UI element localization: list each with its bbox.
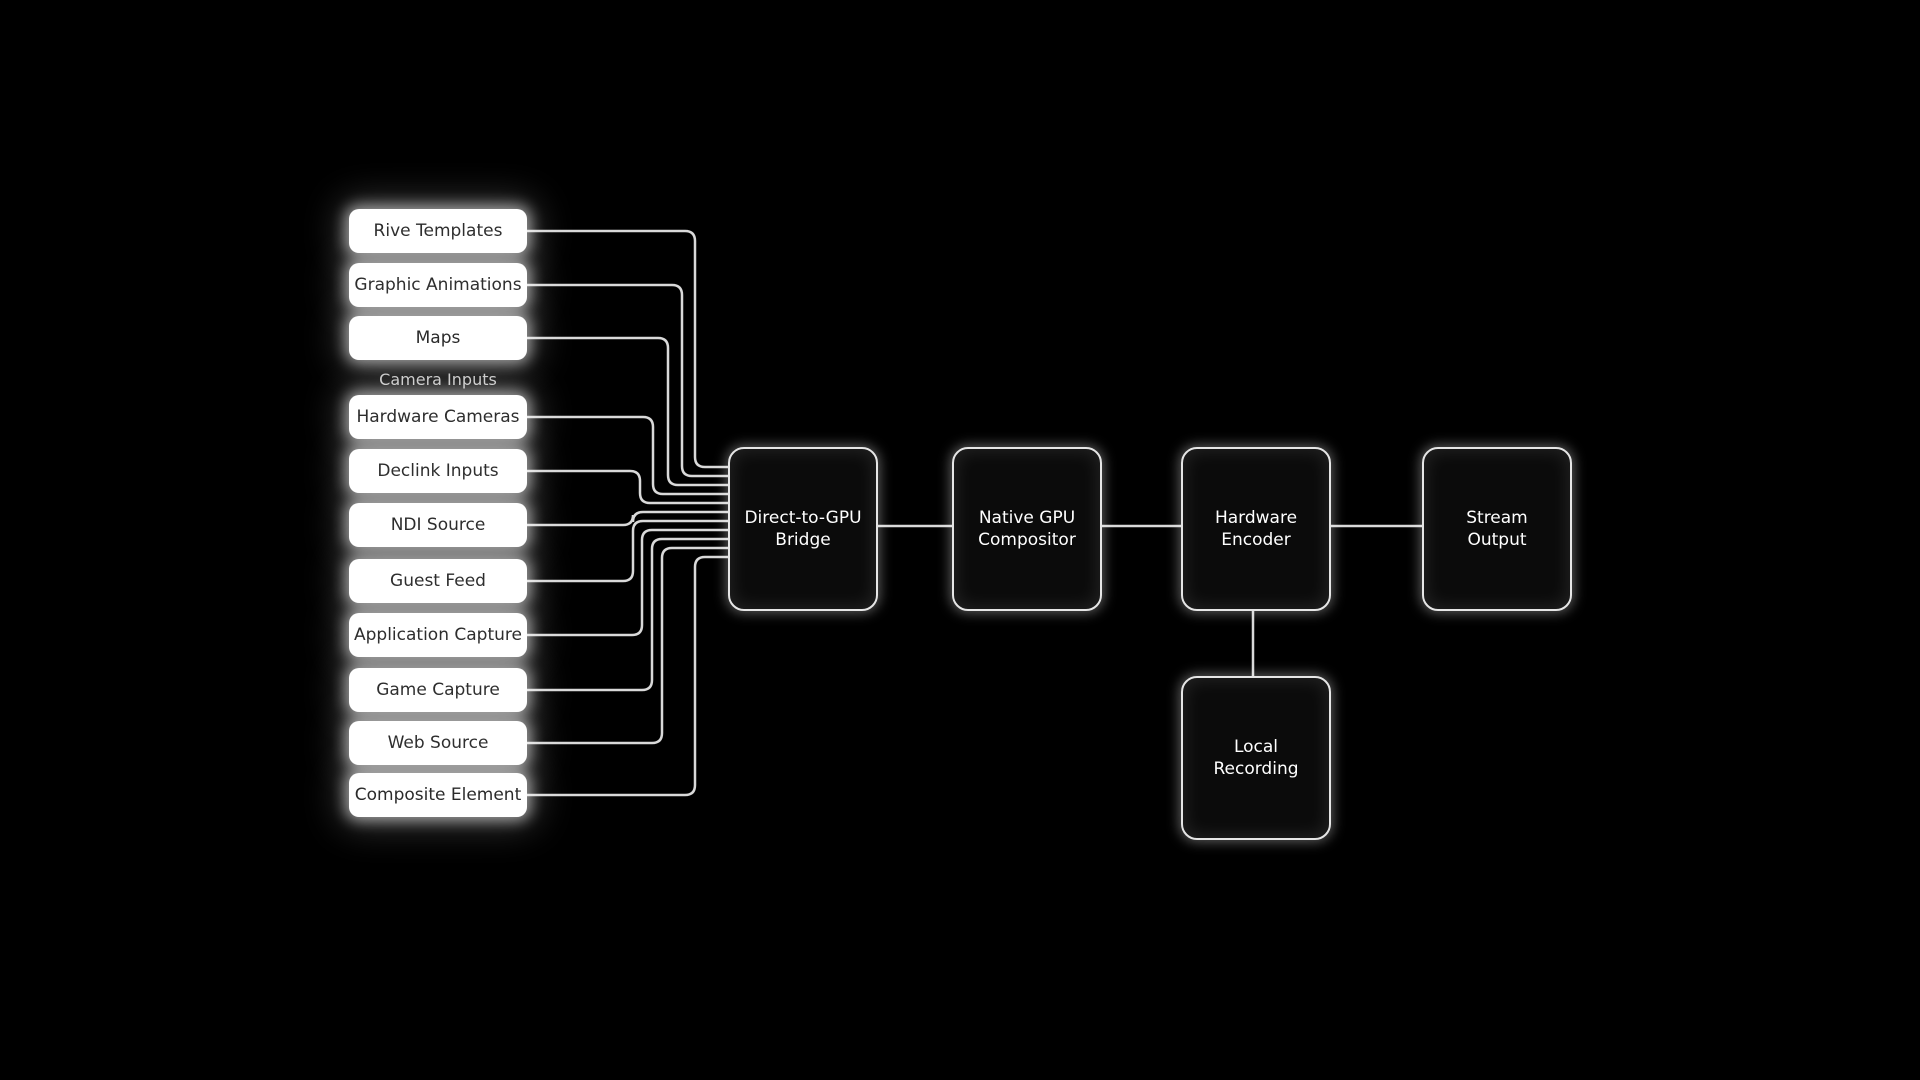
source-guest-feed: Guest Feed	[349, 559, 527, 603]
source-application-capture: Application Capture	[349, 613, 527, 657]
wire-rive-templates	[525, 229, 730, 469]
wire-guest-feed	[525, 519, 730, 583]
wire-ndi-source	[525, 510, 730, 527]
node-hardware-encoder: Hardware Encoder	[1181, 447, 1331, 611]
node-stream-output: Stream Output	[1422, 447, 1572, 611]
source-web-source: Web Source	[349, 721, 527, 765]
node-label: Local Recording	[1213, 737, 1299, 779]
node-label: Hardware Encoder	[1214, 508, 1298, 550]
node-label: Native GPU Compositor	[978, 508, 1076, 550]
wire-application-capture	[525, 528, 730, 637]
source-declink-inputs: Declink Inputs	[349, 449, 527, 493]
source-graphic-animations: Graphic Animations	[349, 263, 527, 307]
source-rive-templates: Rive Templates	[349, 209, 527, 253]
camera-inputs-label: Camera Inputs	[379, 370, 497, 389]
source-game-capture: Game Capture	[349, 668, 527, 712]
wire-declink-inputs	[525, 469, 730, 505]
node-local-recording: Local Recording	[1181, 676, 1331, 840]
wire-graphic-animations	[525, 283, 730, 478]
wire-hardware-cameras	[525, 415, 730, 496]
source-maps: Maps	[349, 316, 527, 360]
wire-web-source	[525, 546, 730, 745]
source-hardware-cameras: Hardware Cameras	[349, 395, 527, 439]
node-direct-to-gpu-bridge: Direct-to-GPU Bridge	[728, 447, 878, 611]
wire-composite-element	[525, 555, 730, 797]
wire-game-capture	[525, 537, 730, 692]
node-label: Stream Output	[1466, 508, 1528, 550]
source-ndi-source: NDI Source	[349, 503, 527, 547]
node-native-gpu-compositor: Native GPU Compositor	[952, 447, 1102, 611]
wire-maps	[525, 336, 730, 487]
node-label: Direct-to-GPU Bridge	[744, 508, 862, 550]
source-composite-element: Composite Element	[349, 773, 527, 817]
